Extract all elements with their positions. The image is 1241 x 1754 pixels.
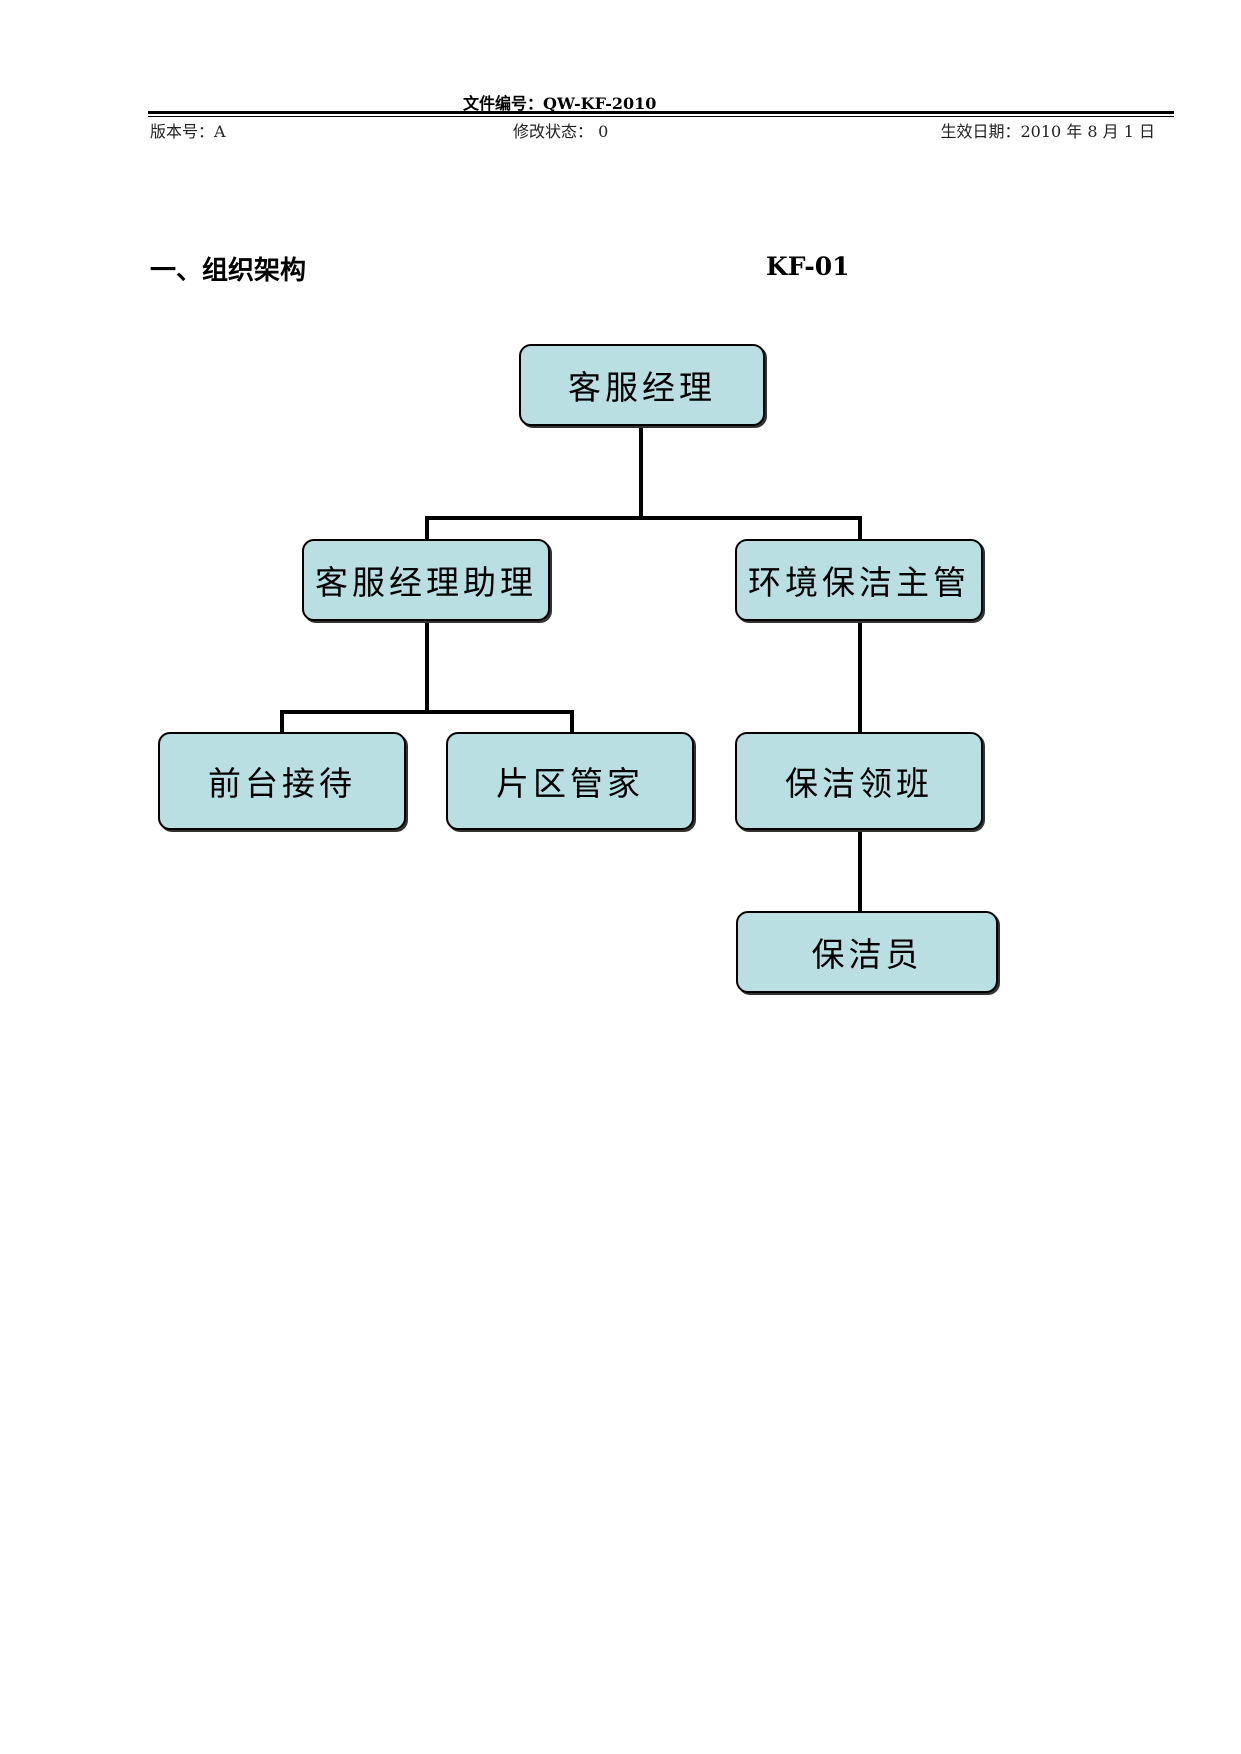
document-header: 文件编号：QW-KF-2010 版本号：A 修改状态： 0 生效日期：2010 … xyxy=(0,0,1241,141)
connector-supervisor-down xyxy=(858,619,862,734)
connector-right-branch-down xyxy=(858,516,862,541)
connector-district-butler-down xyxy=(570,710,574,734)
connector-cleaning-lead-down xyxy=(858,829,862,914)
connector-assistant-down xyxy=(425,619,429,714)
section-code: KF-01 xyxy=(766,252,850,281)
connector-front-desk-down xyxy=(280,710,284,734)
header-rule-thin xyxy=(148,116,1174,117)
connector-level2-bar xyxy=(425,516,862,520)
org-node-manager-assistant: 客服经理助理 xyxy=(302,539,550,621)
revision-status-label: 修改状态： 0 xyxy=(513,122,609,141)
section-title: 一、组织架构 xyxy=(150,256,307,286)
org-node-customer-service-manager: 客服经理 xyxy=(519,344,765,426)
version-label: 版本号：A xyxy=(150,122,226,141)
connector-level3-left-bar xyxy=(280,710,574,714)
org-node-district-butler: 片区管家 xyxy=(446,732,694,830)
document-number: 文件编号：QW-KF-2010 xyxy=(463,94,657,113)
header-rule-thick xyxy=(148,111,1174,114)
effective-date-label: 生效日期：2010 年 8 月 1 日 xyxy=(940,122,1155,141)
org-node-front-desk-reception: 前台接待 xyxy=(158,732,406,830)
connector-root-down xyxy=(639,426,643,520)
org-node-cleaner: 保洁员 xyxy=(736,911,998,993)
connector-left-branch-down xyxy=(425,516,429,541)
org-node-cleaning-team-lead: 保洁领班 xyxy=(735,732,983,830)
org-node-environment-cleaning-supervisor: 环境保洁主管 xyxy=(735,539,983,621)
